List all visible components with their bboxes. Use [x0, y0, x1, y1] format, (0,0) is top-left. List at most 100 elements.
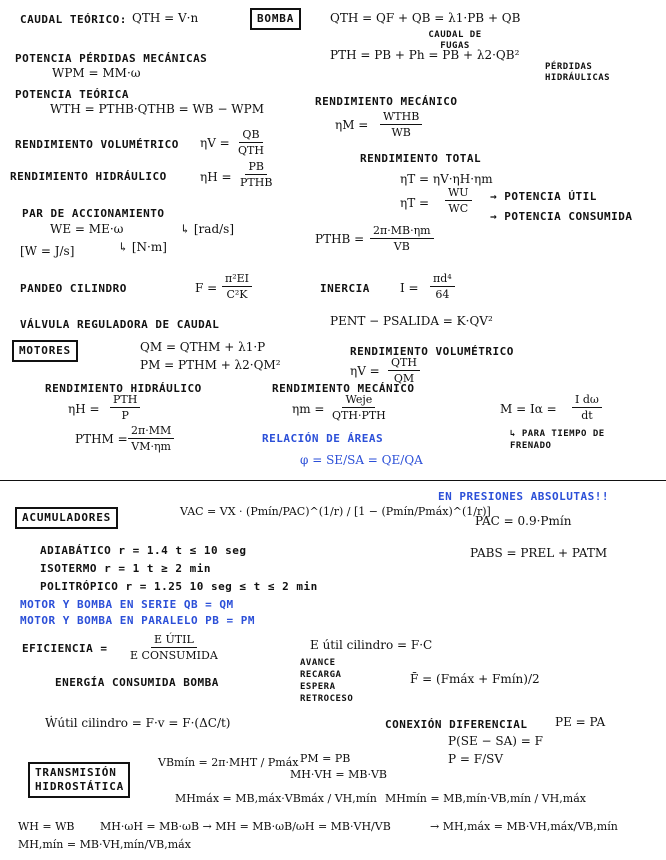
bomba-caudal-formula: QTH = QF + QB = λ1·PB + QB	[330, 11, 521, 25]
conexion-eq3: P = F/SV	[448, 752, 504, 766]
rend-vol-fraction: QB QTH	[238, 128, 264, 157]
inercia-label: INERCIA	[320, 282, 370, 295]
inercia-den: 64	[435, 288, 450, 301]
media-formula: F̄ = (Fmáx + Fmín)/2	[410, 672, 540, 686]
rend-hid-fraction: PB PTHB	[240, 160, 272, 189]
valvula-formula: PENT − PSALIDA = K·QV²	[330, 314, 493, 328]
adiabatico-row: ADIABÁTICO r = 1.4 t ≤ 10 seg	[40, 544, 247, 557]
par-unit-nm: ↳ [N·m]	[118, 240, 167, 254]
momento-num: I dω	[572, 393, 602, 408]
momento-den: dt	[581, 409, 593, 422]
caudal-fugas-label: CAUDAL DE FUGAS	[428, 30, 482, 51]
pthb-fraction: 2π·MB·ηm VB	[370, 224, 434, 253]
relacion-formula: φ = SE/SA = QE/QA	[300, 453, 423, 467]
potencia-teorica-formula: WTH = PTHB·QTHB = WB − WPM	[50, 102, 265, 116]
inercia-num: πd⁴	[430, 272, 455, 287]
motores-rend-hid-num: PTH	[110, 393, 141, 408]
rend-vol-lhs: ηV =	[200, 136, 230, 150]
mh-vh: MH·VH = MB·VB	[290, 768, 387, 781]
vbmin-formula: VBmín = 2π·MHT / Pmáx	[158, 756, 299, 769]
energia-label: ENERGÍA CONSUMIDA BOMBA	[55, 676, 219, 689]
absolutas-note: EN PRESIONES ABSOLUTAS!!	[438, 490, 609, 503]
rend-hid-den: PTHB	[240, 176, 273, 189]
motores-rend-hid-lhs: ηH =	[68, 402, 100, 416]
transmision-title: TRANSMISIÓN HIDROSTÁTICA	[28, 762, 130, 798]
motores-rend-mec-num: Weje	[342, 393, 376, 408]
bomba-title: BOMBA	[250, 8, 302, 30]
perdidas-label: PÉRDIDAS HIDRÁULICAS	[545, 62, 611, 83]
mhmin2-formula: MH,mín = MB·VH,mín/VB,máx	[18, 838, 191, 851]
motores-rend-mec-label: RENDIMIENTO MECÁNICO	[272, 382, 415, 395]
rend-hid-num: PB	[245, 160, 267, 175]
paralelo-note: MOTOR Y BOMBA EN PARALELO PB = PM	[20, 614, 256, 627]
pandeo-den: C²K	[226, 288, 248, 301]
isotermo-row: ISOTERMO r = 1 t ≥ 2 min	[40, 562, 211, 575]
section-divider	[0, 480, 666, 481]
rend-total-formula: ηT = ηV·ηH·ηm	[400, 172, 493, 186]
motores-title: MOTORES	[12, 340, 78, 362]
motores-caudal-formula: QM = QTHM + λ1·P	[140, 340, 266, 354]
politropico-row: POLITRÓPICO r = 1.25 10 seg ≤ t ≤ 2 min	[40, 580, 318, 593]
rend-total-label: RENDIMIENTO TOTAL	[360, 152, 482, 165]
wh-wb: WH = WB	[18, 820, 75, 833]
potencia-perdidas-formula: WPM = MM·ω	[52, 66, 141, 80]
momento-fraction: I dω dt	[572, 393, 602, 422]
rend-mecanico-den: WB	[391, 126, 411, 139]
par-unit-w: [W = J/s]	[20, 244, 75, 258]
eficiencia-num: E ÚTIL	[150, 633, 197, 648]
rend-vol-den: QTH	[238, 144, 264, 157]
serie-note: MOTOR Y BOMBA EN SERIE QB = QM	[20, 598, 234, 611]
motores-rend-mec-fraction: Weje QTH·PTH	[332, 393, 386, 422]
caudal-teorico-label: CAUDAL TEÓRICO:	[20, 13, 127, 26]
rend-mecanico-num: WTHB	[380, 110, 423, 125]
pandeo-label: PANDEO CILINDRO	[20, 282, 127, 295]
mhmax2-formula: → MH,máx = MB·VH,máx/VB,mín	[430, 820, 618, 833]
bomba-potencia-formula: PTH = PB + Ph = PB + λ2·QB²	[330, 48, 520, 62]
rel-formula: MH·ωH = MB·ωB → MH = MB·ωB/ωH = MB·VH/VB	[100, 820, 391, 833]
motores-rend-hid-label: RENDIMIENTO HIDRÁULICO	[45, 382, 202, 395]
valvula-label: VÁLVULA REGULADORA DE CAUDAL	[20, 318, 220, 331]
mhmax-formula: MHmáx = MB,máx·VBmáx / VH,mín	[175, 792, 377, 805]
motores-rend-vol-num: QTH	[388, 356, 420, 371]
motores-rend-mec-den: QTH·PTH	[332, 409, 386, 422]
pthm-den: VM·ηm	[131, 440, 171, 453]
par-unit-rad: ↳ [rad/s]	[180, 222, 235, 236]
rend-vol-num: QB	[239, 128, 263, 143]
mhmin-formula: MHmín = MB,mín·VB,mín / VH,máx	[385, 792, 586, 805]
eficiencia-lhs: EFICIENCIA =	[22, 642, 108, 655]
par-label: PAR DE ACCIONAMIENTO	[22, 207, 165, 220]
conexion-label: CONEXIÓN DIFERENCIAL	[385, 718, 528, 731]
vac-formula: VAC = VX · (Pmín/PAC)^(1/r) / [1 − (Pmín…	[180, 505, 491, 518]
rend-total2-fraction: WU WC	[445, 186, 472, 215]
inercia-fraction: πd⁴ 64	[430, 272, 455, 301]
pthb-num: 2π·MB·ηm	[370, 224, 434, 239]
rend-total2-num: WU	[445, 186, 472, 201]
inercia-lhs: I =	[400, 281, 419, 295]
relacion-label: RELACIÓN DE ÁREAS	[262, 432, 384, 445]
pthb-lhs: PTHB =	[315, 232, 365, 246]
motores-rend-vol-lhs: ηV =	[350, 364, 380, 378]
eficiencia-den: E CONSUMIDA	[130, 649, 218, 662]
acumuladores-title: ACUMULADORES	[15, 507, 119, 529]
frenado-label: ↳ PARA TIEMPO DE FRENADO	[510, 429, 605, 451]
rend-mecanico-label: RENDIMIENTO MECÁNICO	[315, 95, 458, 108]
pabs-formula: PABS = PREL + PATM	[470, 546, 608, 560]
rend-mecanico-fraction: WTHB WB	[380, 110, 423, 139]
pandeo-lhs: F =	[195, 281, 218, 295]
rend-vol-label: RENDIMIENTO VOLUMÉTRICO	[15, 138, 179, 151]
par-formula: WE = ME·ω	[50, 222, 124, 236]
pthm-num: 2π·MM	[128, 424, 175, 439]
rend-hid-label: RENDIMIENTO HIDRÁULICO	[10, 170, 167, 183]
pthb-den: VB	[393, 240, 410, 253]
pandeo-num: π²EI	[222, 272, 253, 287]
energia-option-espera: ESPERA	[300, 682, 336, 692]
motores-rend-vol-den: QM	[393, 372, 415, 385]
motores-rend-vol-fraction: QTH QM	[388, 356, 420, 385]
conexion-eq2: P(SE − SA) = F	[448, 734, 543, 748]
pthm-lhs: PTHM =	[75, 432, 128, 446]
potencia-consumida-label: → POTENCIA CONSUMIDA	[490, 210, 633, 223]
pac-formula: PAC = 0.9·Pmín	[475, 514, 572, 528]
conexion-eq1: PE = PA	[555, 715, 606, 729]
rend-total2-den: WC	[448, 202, 469, 215]
